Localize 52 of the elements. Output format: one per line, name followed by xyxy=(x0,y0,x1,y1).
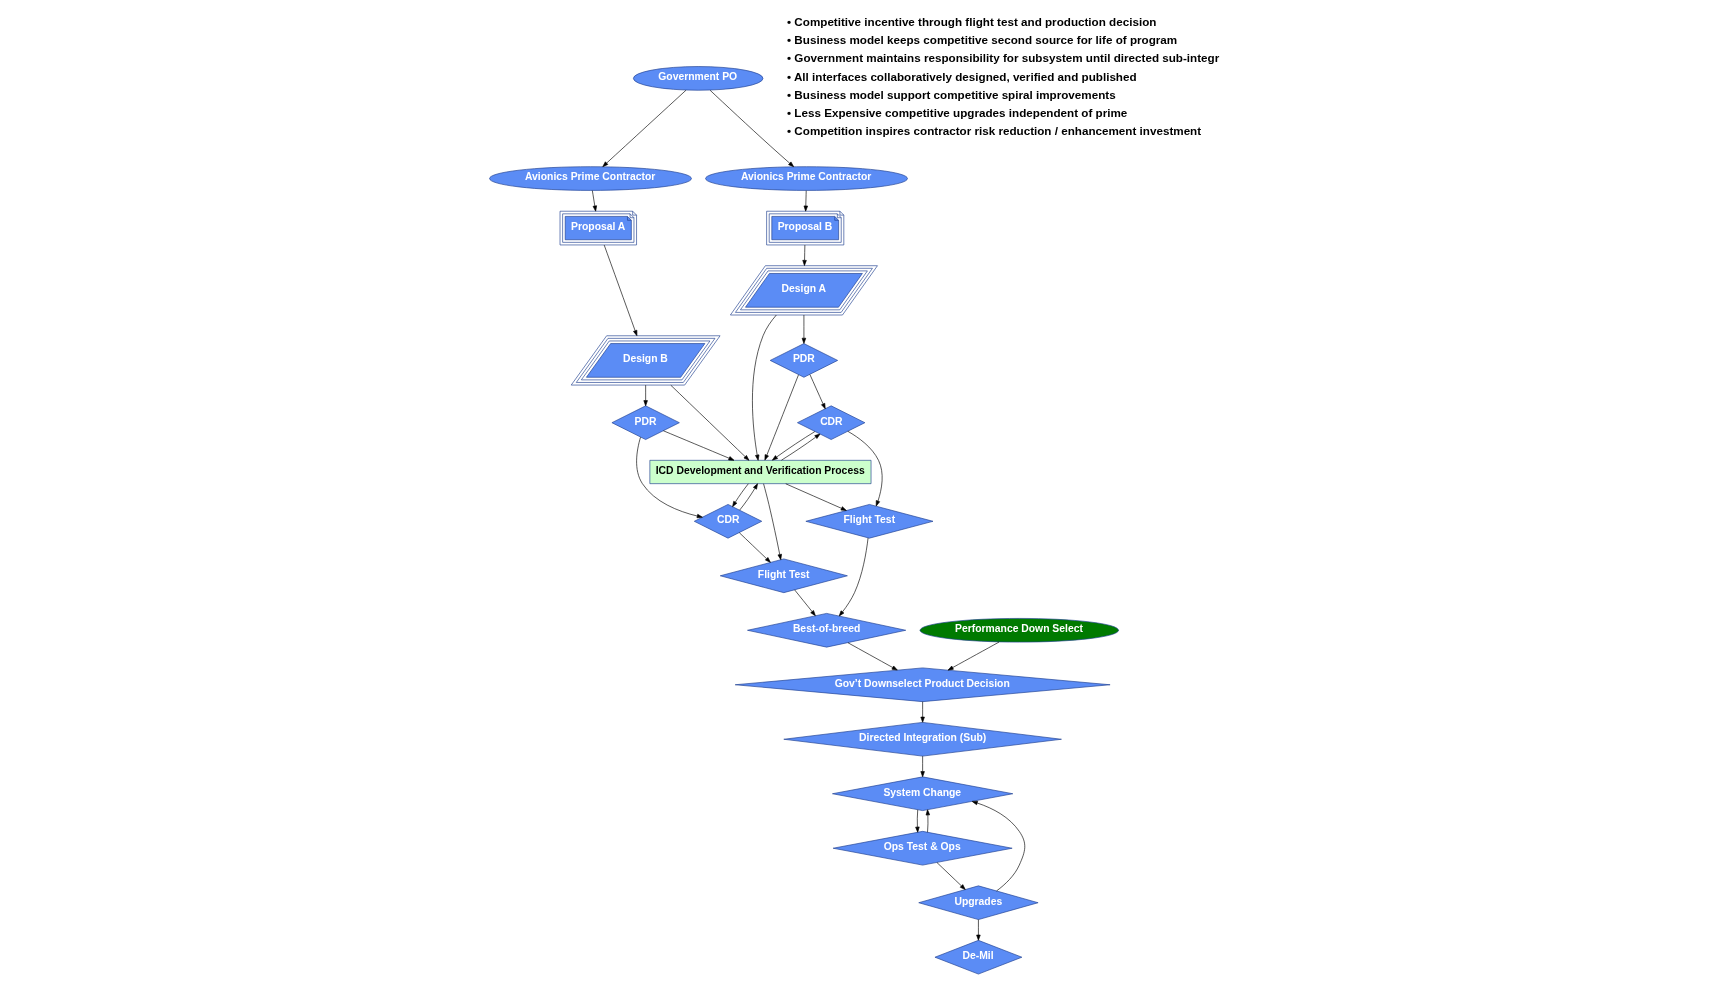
arrow xyxy=(847,430,883,507)
label: • Competitive incentive through flight test and production decision xyxy=(787,15,1157,29)
arrow xyxy=(709,89,794,168)
node-ellipse: Avionics Prime Contractor xyxy=(705,166,908,191)
arrow xyxy=(920,701,925,723)
arrow xyxy=(794,589,816,616)
arrow xyxy=(739,483,758,511)
arrow xyxy=(739,532,771,563)
arrow xyxy=(947,641,1000,671)
node-ellipse: Performance Down Select xyxy=(919,618,1119,643)
arrow xyxy=(592,190,597,212)
node-diamond: Directed Integration (Sub) xyxy=(783,722,1062,757)
arrow xyxy=(976,919,981,941)
node-diamond: PDR xyxy=(769,343,838,378)
node-box: ICD Development and Verification Process xyxy=(649,460,872,484)
arrow xyxy=(802,244,807,266)
label: • Business model support competitive spiral improvements xyxy=(787,87,1116,101)
arrow xyxy=(925,809,930,833)
node-ellipse: Avionics Prime Contractor xyxy=(489,166,692,191)
arrow xyxy=(752,314,777,461)
arrow xyxy=(838,537,869,617)
arrow xyxy=(663,430,735,461)
label: • Government maintains responsibility for subsystem until directed sub-integr xyxy=(787,51,1220,65)
arrow xyxy=(847,642,898,671)
arrow xyxy=(602,89,687,167)
label: • Business model keeps competitive second source for life of program xyxy=(787,33,1178,47)
arrow xyxy=(785,483,847,511)
arrow xyxy=(920,755,925,778)
arrow xyxy=(781,433,821,461)
arrow xyxy=(732,483,749,507)
arrow xyxy=(763,483,782,560)
arrow xyxy=(971,800,1026,892)
label: • All interfaces collaboratively designed, verified and published xyxy=(787,69,1137,83)
node-diamond: De-Mil xyxy=(934,940,1023,975)
label: • Competition inspires contractor risk reduction / enhancement investment xyxy=(787,124,1202,138)
label: • Less Expensive competitive upgrades independent of prime xyxy=(787,105,1128,119)
arrow xyxy=(936,862,966,890)
arrow xyxy=(670,384,750,461)
arrow xyxy=(915,809,920,833)
arrow xyxy=(643,384,648,407)
node-diamond: Best-of-breed xyxy=(747,613,907,648)
arrow xyxy=(803,190,808,212)
node-ellipse: Government PO xyxy=(633,66,764,91)
arrow xyxy=(603,244,638,336)
arrow xyxy=(636,436,703,519)
arrow xyxy=(801,314,807,344)
node-diamond: Ops Test & Ops xyxy=(832,831,1013,866)
arrow xyxy=(809,374,826,410)
arrow xyxy=(772,431,816,461)
node-diamond: PDR xyxy=(611,405,680,440)
node-diamond: System Change xyxy=(832,776,1014,811)
arrow xyxy=(764,374,799,461)
